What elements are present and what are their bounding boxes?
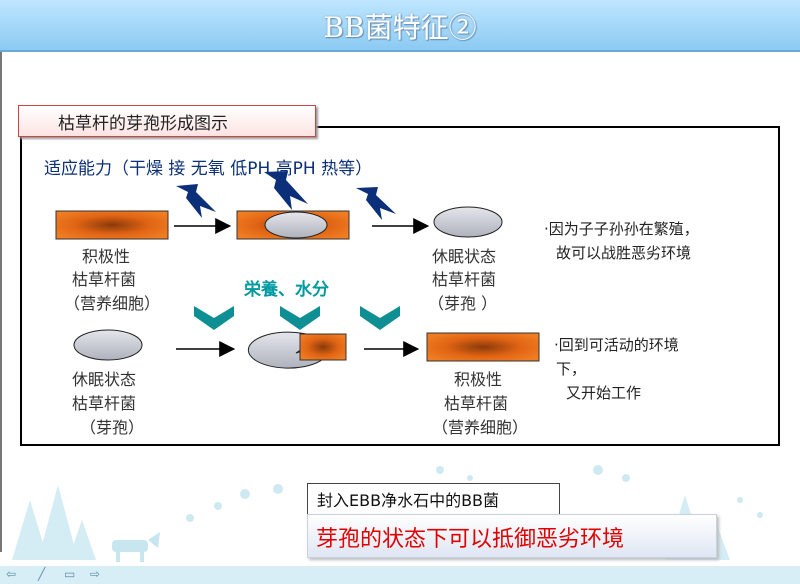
top-note-line-1: ·因为子子孙孙在繁殖，	[544, 220, 699, 238]
nutrient-label: 栄養、水分	[244, 280, 329, 300]
menu-icon[interactable]: ▭	[64, 567, 76, 581]
title-bar	[0, 0, 800, 52]
summary-banner-text: 芽孢的状态下可以抵御恶劣环境	[316, 527, 625, 552]
slideshow-toolbar	[0, 566, 800, 584]
arrow-left-icon[interactable]: ⇦	[6, 567, 17, 581]
forming-spore	[264, 211, 328, 239]
top-dormant-line-1: 休眠状态	[432, 247, 497, 266]
top-dormant-line-2: 枯草杆菌	[432, 270, 497, 289]
diagram-caption: 枯草杆的芽孢形成图示	[58, 114, 228, 134]
emerging-cell	[299, 333, 347, 361]
bottom-note-line-3: 又开始工作	[566, 384, 642, 402]
spore-top	[433, 206, 503, 238]
top-active-line-1: 积极性	[82, 247, 131, 266]
chevron-down-icon	[194, 306, 400, 330]
active-cell-top	[55, 210, 169, 240]
top-note-line-2: 故可以战胜恶劣环境	[556, 244, 692, 262]
bottom-active-line-1: 积极性	[454, 370, 503, 389]
active-cell-bottom	[426, 332, 540, 362]
slide-title: BB菌特征②	[323, 11, 477, 44]
bottom-active-line-3: （营养细胞）	[432, 418, 529, 437]
dot-decoration	[186, 465, 763, 522]
left-divider	[0, 52, 2, 552]
top-dormant-line-3: （芽孢 ）	[428, 294, 498, 313]
animal-decoration	[112, 532, 160, 562]
adaptability-label: 适应能力（干燥 接 无氧 低PH 高PH 热等）	[44, 159, 373, 179]
arrow-right-icon[interactable]: ⇨	[90, 567, 101, 581]
top-active-line-2: 枯草杆菌	[72, 270, 137, 289]
summary-banner	[307, 514, 717, 558]
spore-bottom	[73, 329, 143, 361]
lightning-icon	[176, 171, 396, 220]
bottom-note-line-1: ·回到可活动的环境	[554, 336, 679, 354]
bottom-dormant-line-1: 休眠状态	[72, 370, 137, 389]
diagram-frame	[20, 126, 780, 446]
pen-icon[interactable]: ╱	[38, 567, 46, 581]
top-active-line-3: （营养细胞）	[64, 294, 161, 313]
bottom-active-line-2: 枯草杆菌	[444, 394, 509, 413]
caption-tab	[18, 105, 316, 137]
bottom-dormant-line-3: （芽孢）	[80, 418, 145, 437]
embed-label: 封入EBB净水石中的BB菌	[317, 491, 500, 510]
bottom-dormant-line-2: 枯草杆菌	[72, 394, 137, 413]
bottom-note-line-2: 下，	[556, 360, 587, 378]
